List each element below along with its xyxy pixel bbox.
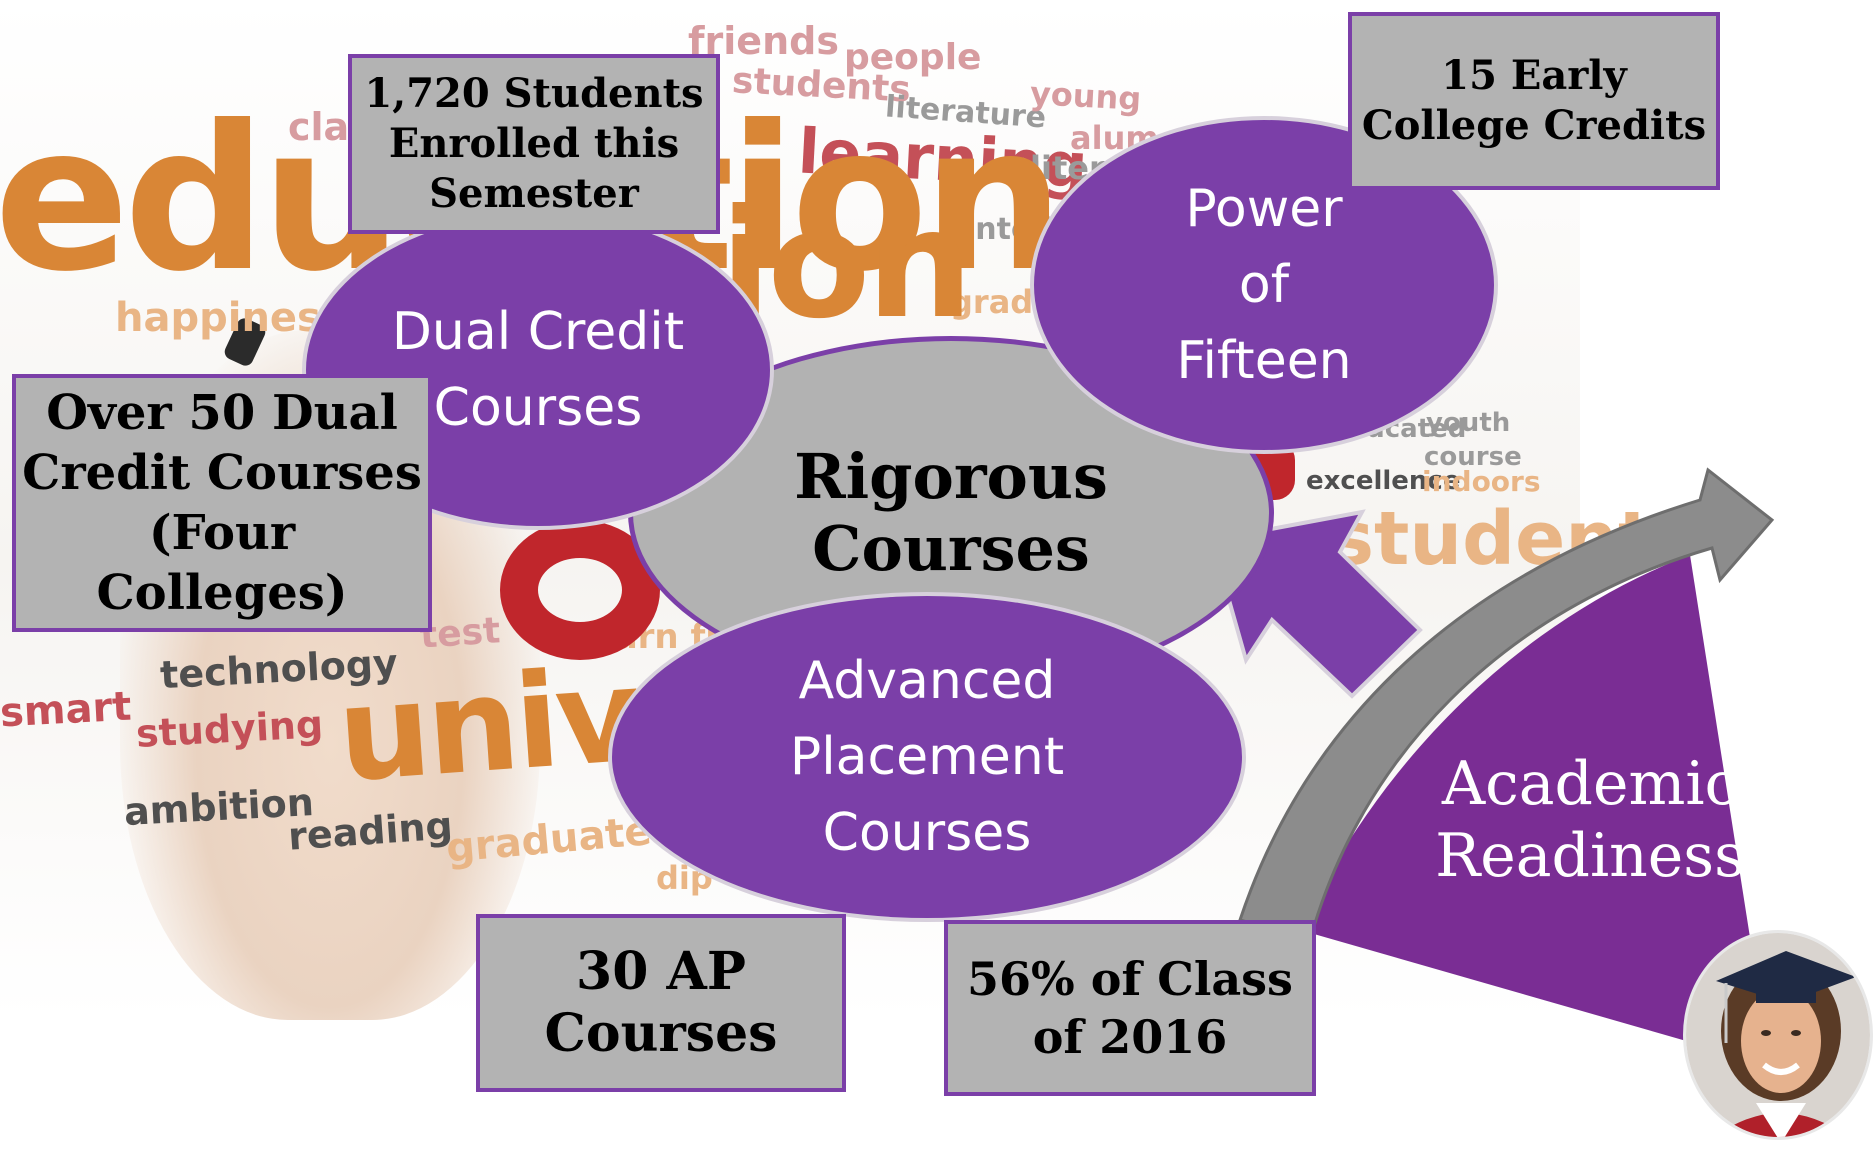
class-2016-text: 56% of Class of 2016 <box>967 952 1293 1064</box>
students-enrolled-text: 1,720 Students Enrolled this Semester <box>364 70 704 217</box>
word-youth: youth <box>1426 408 1511 438</box>
word-people: people <box>844 37 982 78</box>
center-label: Rigorous Courses <box>794 440 1108 585</box>
purple-pointer-arrow <box>1209 509 1423 699</box>
word-excellence: excellence <box>1306 466 1461 496</box>
word-course: course <box>1424 442 1522 472</box>
callout-class-2016: 56% of Class of 2016 <box>944 920 1316 1096</box>
word-indoors: indoors <box>1422 465 1541 498</box>
early-credits-text: 15 Early College Credits <box>1361 52 1707 149</box>
callout-early-credits: 15 Early College Credits <box>1348 12 1720 190</box>
callout-ap-courses: 30 AP Courses <box>476 914 846 1092</box>
word-friends: friends <box>688 19 839 63</box>
ap-courses-text: 30 AP Courses <box>544 941 778 1064</box>
graduate-photo-icon <box>1683 930 1873 1140</box>
academic-readiness-label: Academic Readiness <box>1435 749 1745 891</box>
word-happiness: happines <box>115 295 321 341</box>
power-of-fifteen-label: Power of Fifteen <box>1176 179 1352 391</box>
curved-gray-arrow <box>1238 467 1775 942</box>
dual-credit-label: Dual Credit Courses <box>391 302 685 438</box>
callout-students-enrolled: 1,720 Students Enrolled this Semester <box>348 54 720 234</box>
ellipse-advanced-placement: Advanced Placement Courses <box>608 592 1246 922</box>
callout-dual-courses: Over 50 Dual Credit Courses (Four Colleg… <box>12 374 432 632</box>
advanced-placement-label: Advanced Placement Courses <box>789 651 1065 863</box>
dual-courses-text: Over 50 Dual Credit Courses (Four Colleg… <box>22 385 422 621</box>
word-ion: ion <box>720 178 973 352</box>
academic-readiness-wedge <box>1300 555 1770 1065</box>
